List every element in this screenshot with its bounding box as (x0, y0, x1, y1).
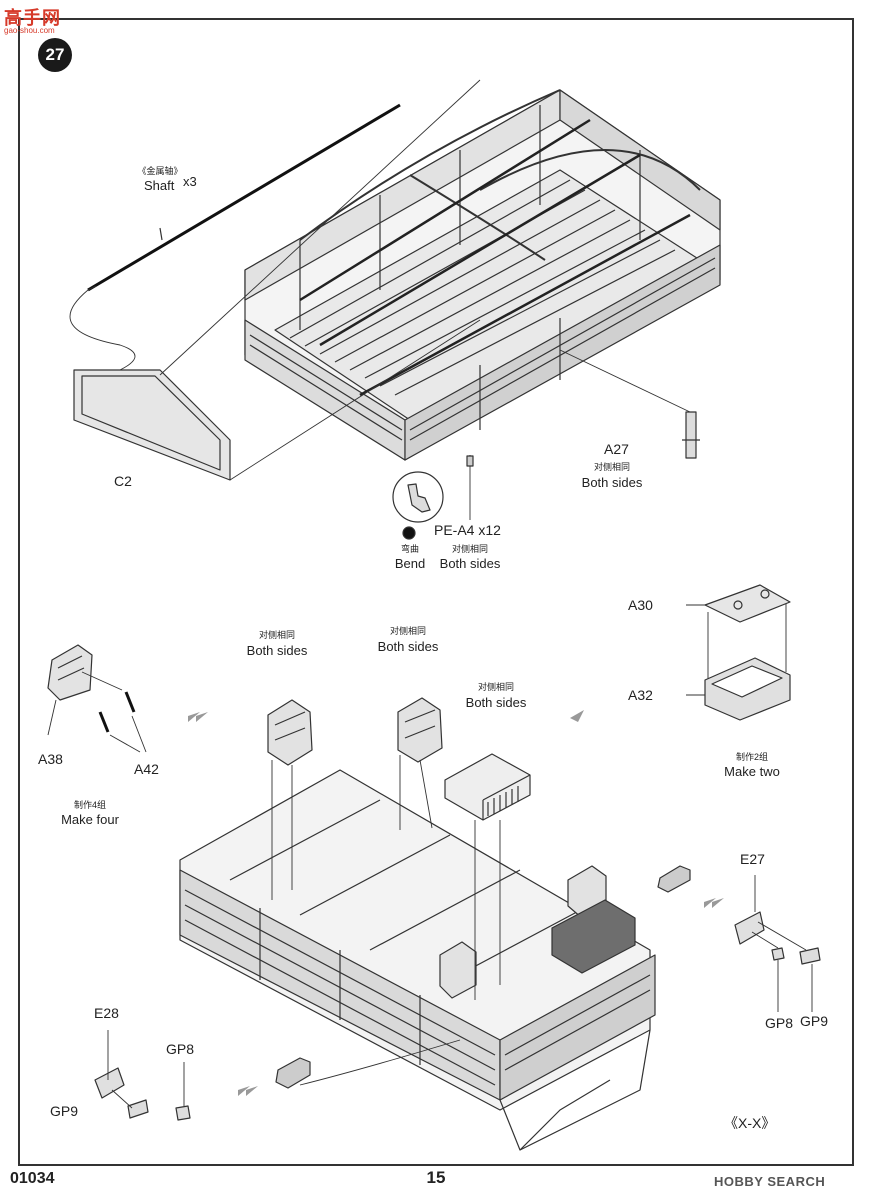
page-frame-top (18, 18, 854, 20)
a32-part (686, 657, 791, 721)
e28-gp-parts (94, 1030, 461, 1121)
make-two-en: Make two (724, 764, 780, 779)
watermark-site-url: gao-shou.com (4, 26, 55, 35)
seat1-label-en: Both sides (246, 643, 308, 658)
seat-1 (267, 699, 313, 900)
a27-label-en: Both sides (581, 475, 643, 490)
watermark-logo: 高手网 gao-shou.com (4, 4, 76, 36)
page-frame-left (18, 18, 20, 1166)
seat-2 (397, 697, 443, 830)
a38-label: A38 (38, 751, 63, 767)
shaft-part (69, 103, 401, 371)
bend-label-en: Bend (394, 556, 426, 571)
seat-4 (439, 941, 477, 999)
pe-a4-detail (392, 455, 474, 540)
a32-label: A32 (628, 687, 653, 703)
gp8-right-label: GP8 (765, 1015, 794, 1031)
pe-label-cn: 对侧相同 (451, 544, 489, 554)
a42-label: A42 (134, 761, 159, 777)
seat1-label-cn: 对侧相同 (258, 630, 296, 640)
seat2-label-cn: 对侧相同 (389, 626, 427, 636)
step-number-badge: 27 (38, 38, 72, 72)
shaft-qty: x3 (183, 174, 197, 189)
e27-gp-parts (657, 865, 821, 1012)
gp8-left-label: GP8 (166, 1041, 195, 1057)
box-label-cn: 对侧相同 (477, 682, 515, 692)
bend-label-cn: 弯曲 (400, 544, 420, 554)
brand-part-b: SEARCH (767, 1174, 826, 1189)
cargo-bed-lower (179, 769, 656, 1151)
shaft-label-en: Shaft (144, 178, 175, 193)
cargo-bed-upper (244, 89, 721, 461)
seat2-label-en: Both sides (377, 639, 439, 654)
make-four-cn: 制作4组 (73, 800, 107, 810)
a30-part (686, 584, 791, 680)
a30-label: A30 (628, 597, 653, 613)
battery-box-installed (551, 899, 636, 974)
c2-label: C2 (114, 473, 132, 489)
brand-watermark: HOBBY SEARCH (714, 1174, 825, 1189)
a27-label: A27 (604, 441, 629, 457)
make-two-cn: 制作2组 (735, 752, 769, 762)
page-frame-right (852, 18, 854, 1166)
gp9-right-label: GP9 (800, 1013, 829, 1029)
box-part (444, 753, 531, 1000)
watermark-site-cn: 高手网 (4, 8, 61, 28)
a27-label-cn: 对侧相同 (593, 462, 631, 472)
kit-code: 01034 (10, 1170, 55, 1187)
page-number: 15 (426, 1168, 446, 1187)
section-label: 《X-X》 (724, 1115, 776, 1131)
make-four-en: Make four (61, 812, 119, 827)
shaft-label-cn: 《金属轴》 (137, 166, 183, 176)
e28-label: E28 (94, 1005, 119, 1021)
e27-label: E27 (740, 851, 765, 867)
gp9-left-label: GP9 (50, 1103, 79, 1119)
pe-label-en: Both sides (439, 556, 501, 571)
brand-part-a: HOBBY (714, 1174, 764, 1189)
a27-part (559, 349, 700, 459)
pe-a4-label: PE-A4 x12 (434, 522, 501, 538)
a38-a42-parts (47, 644, 208, 753)
box-label-en: Both sides (465, 695, 527, 710)
page-frame-bottom (18, 1164, 854, 1166)
c2-part (73, 79, 481, 481)
